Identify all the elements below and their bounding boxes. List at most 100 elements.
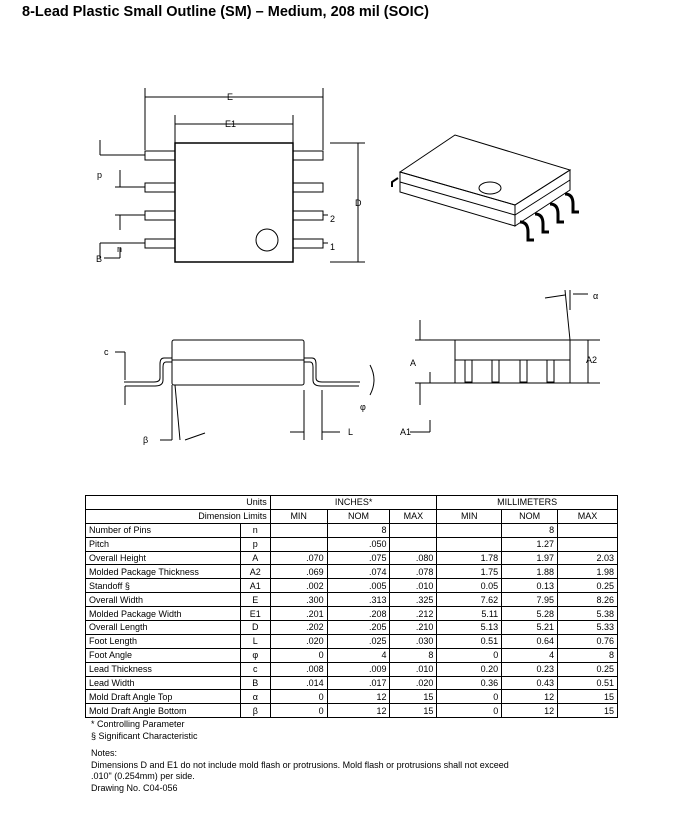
cell-imin: .002 [269,578,328,594]
cell-sym: B [239,675,271,691]
cell-inom: .050 [326,536,391,552]
cell-imin: .008 [269,661,328,677]
units-header: Units [85,495,271,510]
cell-imin: .020 [269,633,328,649]
cell-imax: 15 [389,689,438,705]
cell-inom: .313 [326,592,391,608]
cell-mmax: 0.25 [557,578,618,594]
cell-mnom: 0.43 [501,675,559,691]
cell-imin: 0 [269,703,328,719]
label-p: p [97,170,102,180]
cell-imin: .014 [269,675,328,691]
label-c: c [104,347,109,357]
cell-imin: 0 [269,689,328,705]
cell-mmax: 1.98 [557,564,618,580]
cell-mnom: 0.64 [501,633,559,649]
mm-min-header: MIN [436,508,503,524]
cell-mmax: 2.03 [557,550,618,566]
cell-inom: .009 [326,661,391,677]
cell-mnom: 7.95 [501,592,559,608]
cell-name: Molded Package Thickness [85,564,241,580]
cell-name: Number of Pins [85,522,241,538]
cell-mnom: 1.97 [501,550,559,566]
cell-sym: φ [239,647,271,663]
cell-name: Lead Thickness [85,661,241,677]
cell-mnom: 0.23 [501,661,559,677]
cell-mmax: 0.51 [557,675,618,691]
mm-max-header: MAX [557,508,618,524]
note-line-2: .010" (0.254mm) per side. [91,771,195,781]
cell-imax: .325 [389,592,438,608]
cell-inom: 4 [326,647,391,663]
cell-mmin: 0.20 [436,661,503,677]
header-limits-row: Dimension Limits MIN NOM MAX MIN NOM MAX [85,508,618,524]
cell-inom: .017 [326,675,391,691]
cell-imax: .010 [389,661,438,677]
cell-sym: β [239,703,271,719]
cell-mmin [436,536,503,552]
cell-name: Pitch [85,536,241,552]
label-alpha: α [593,291,598,301]
cell-mmin: 0 [436,647,503,663]
cell-name: Overall Width [85,592,241,608]
cell-sym: E1 [239,606,271,622]
cell-imax: .020 [389,675,438,691]
cell-inom: 12 [326,703,391,719]
cell-mnom: 12 [501,689,559,705]
cell-sym: p [239,536,271,552]
controlling-note: * Controlling Parameter [91,719,185,729]
cell-mmax: 15 [557,689,618,705]
cell-inom: 8 [326,522,391,538]
cell-mnom: 5.21 [501,620,559,635]
drawing-number: Drawing No. C04-056 [91,782,178,793]
cell-name: Molded Package Width [85,606,241,622]
cell-mmin: 0 [436,703,503,719]
cell-mnom: 1.88 [501,564,559,580]
cell-mmax [557,536,618,552]
cell-imax: .010 [389,578,438,594]
cell-mmin: 1.75 [436,564,503,580]
cell-imin: .069 [269,564,328,580]
cell-name: Overall Height [85,550,241,566]
cell-imax: .080 [389,550,438,566]
label-D: D [355,198,362,208]
cell-mnom: 8 [501,522,559,538]
header-units-row: Units INCHES* MILLIMETERS [85,495,618,510]
note-line-1: Dimensions D and E1 do not include mold … [91,759,509,770]
cell-name: Mold Draft Angle Top [85,689,241,705]
inch-min-header: MIN [269,508,328,524]
significant-note: § Significant Characteristic [91,730,198,741]
isometric-view [391,134,579,242]
cell-imax: 8 [389,647,438,663]
side-view [115,339,375,441]
cell-mmin: 1.78 [436,550,503,566]
label-pin1: 1 [330,242,335,252]
cell-imax: .210 [389,620,438,635]
inch-max-header: MAX [389,508,438,524]
cell-mmax: 5.33 [557,620,618,635]
mm-header: MILLIMETERS [436,495,618,510]
inch-nom-header: NOM [326,508,391,524]
cell-mmin: 5.13 [436,620,503,635]
cell-imin: .070 [269,550,328,566]
cell-imax: .078 [389,564,438,580]
cell-sym: A [239,550,271,566]
cell-sym: E [239,592,271,608]
cell-name: Foot Length [85,633,241,649]
label-phi: φ [360,402,366,412]
label-pin2: 2 [330,214,335,224]
top-view [99,88,365,263]
package-drawing: E E1 D p B n 2 1 c β φ L α A A2 A1 [96,88,600,445]
cell-sym: n [239,522,271,538]
cell-mmax [557,522,618,538]
cell-mnom: 1.27 [501,536,559,552]
cell-inom: .208 [326,606,391,622]
inches-header: INCHES* [269,495,438,510]
